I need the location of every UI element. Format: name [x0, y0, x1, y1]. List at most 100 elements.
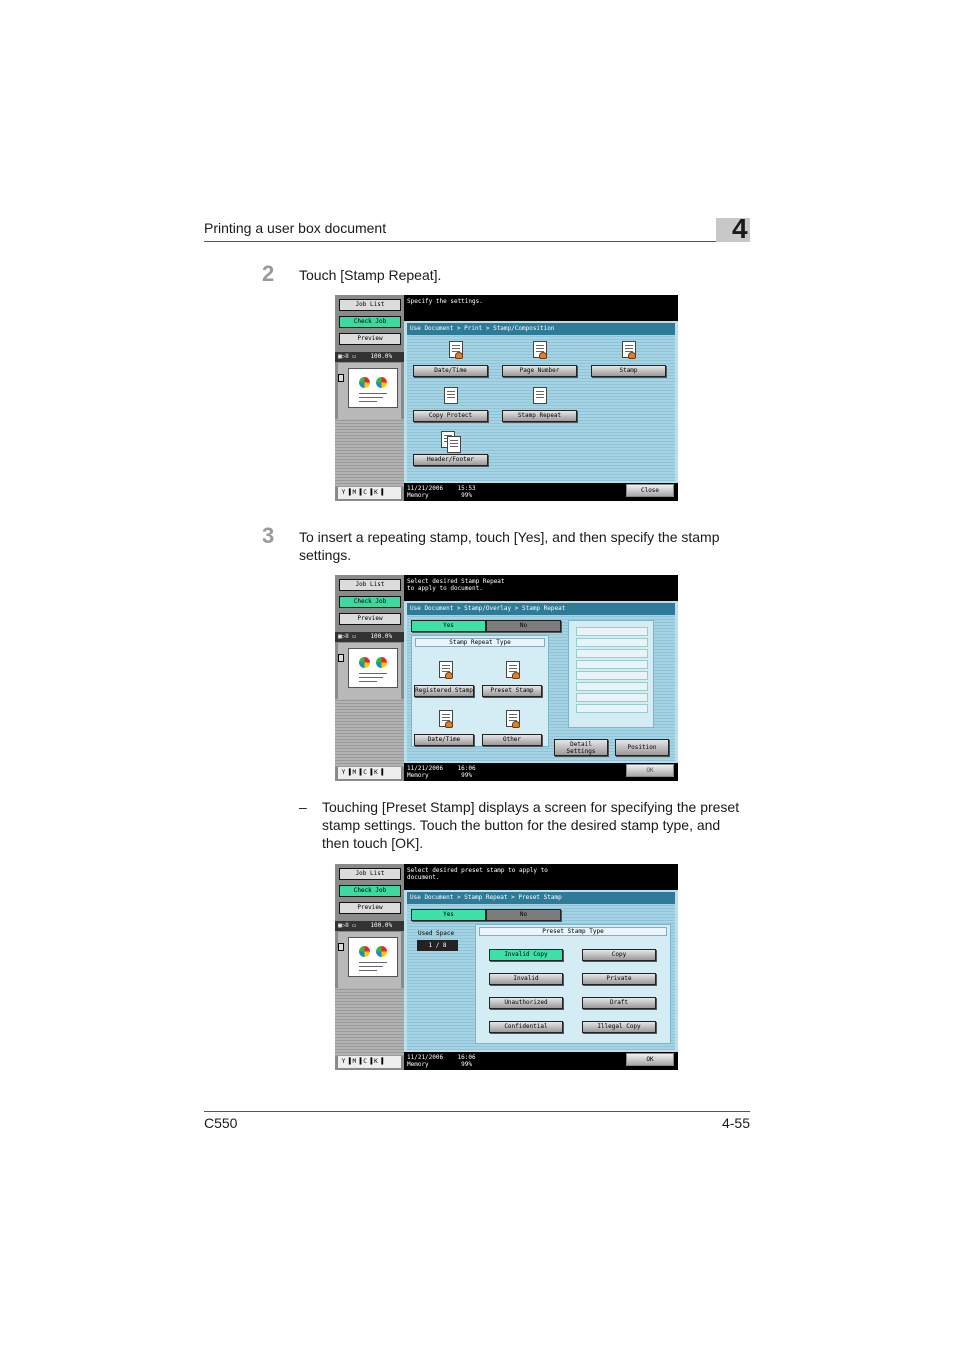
footer-page-number: 4-55 — [721, 1115, 750, 1131]
left-panel: Job List Check Job Preview ▣▷ⅠⅠ ▭ 100.0%… — [335, 864, 404, 1070]
registered-stamp-button[interactable]: Registered Stamp — [414, 685, 474, 697]
no-button[interactable]: No — [486, 620, 561, 632]
content-area: Date/Time Page Number Stamp Copy Protect… — [407, 335, 675, 481]
status-date-time: 11/21/2006 16:06 — [407, 1054, 476, 1061]
job-list-button[interactable]: Job List — [339, 579, 401, 591]
check-job-button[interactable]: Check Job — [339, 316, 401, 328]
check-job-button[interactable]: Check Job — [339, 885, 401, 897]
left-panel-hatch — [335, 699, 404, 767]
stamp-mark-icon — [455, 352, 463, 359]
running-header-title: Printing a user box document — [204, 220, 387, 236]
other-button[interactable]: Other — [482, 734, 542, 746]
message-area: Select desired Stamp Repeat to apply to … — [404, 575, 678, 601]
ok-button[interactable]: OK — [626, 1053, 674, 1066]
preview-button[interactable]: Preview — [339, 902, 401, 914]
chapter-number: 4 — [732, 213, 748, 244]
stamp-mark-icon — [628, 352, 636, 359]
list-row — [576, 649, 648, 658]
bullet-text: Touching [Preset Stamp] displays a scree… — [322, 799, 740, 851]
preview-thumbnail[interactable] — [348, 648, 398, 688]
chapter-tab — [716, 218, 750, 242]
left-panel-hatch — [335, 988, 404, 1056]
content-area: Yes No Used Space 1 / 8 Preset Stamp Typ… — [407, 904, 675, 1050]
preview-button[interactable]: Preview — [339, 613, 401, 625]
magnifier-icon[interactable] — [338, 374, 344, 382]
copier-screen-preset-stamp: Job List Check Job Preview ▣▷ⅠⅠ ▭ 100.0%… — [335, 864, 678, 1070]
toner-levels: Y ▌M ▌C ▌K ▌ — [338, 1056, 401, 1068]
job-list-button[interactable]: Job List — [339, 299, 401, 311]
check-job-button[interactable]: Check Job — [339, 596, 401, 608]
preview-thumbnail[interactable] — [348, 368, 398, 408]
main-area: Use Document > Stamp Repeat > Preset Sta… — [404, 890, 678, 1052]
list-row — [576, 704, 648, 713]
confidential-button[interactable]: Confidential — [489, 1021, 563, 1033]
breadcrumb: Use Document > Stamp/Overlay > Stamp Rep… — [407, 603, 675, 615]
unauthorized-button[interactable]: Unauthorized — [489, 997, 563, 1009]
stamp-repeat-icon — [533, 387, 547, 404]
preset-stamp-button[interactable]: Preset Stamp — [482, 685, 542, 697]
stamp-mark-icon — [539, 352, 547, 359]
close-button[interactable]: Close — [626, 484, 674, 497]
magnifier-icon[interactable] — [338, 943, 344, 951]
breadcrumb: Use Document > Stamp Repeat > Preset Sta… — [407, 892, 675, 904]
status-date-time: 11/21/2006 16:06 — [407, 765, 476, 772]
stamp-mark-icon — [445, 672, 453, 679]
stamp-button[interactable]: Stamp — [591, 365, 666, 377]
content-area: Yes No Stamp Repeat Type Registered Stam… — [407, 615, 675, 761]
step-number-3: 3 — [262, 523, 275, 548]
list-row — [576, 682, 648, 691]
copier-screen-stamp-composition: Job List Check Job Preview ▣▷ⅠⅠ ▭ 100.0%… — [335, 295, 678, 501]
date-time-button[interactable]: Date/Time — [413, 365, 488, 377]
header-footer-button[interactable]: Header/Footer — [413, 454, 488, 466]
preview-button[interactable]: Preview — [339, 333, 401, 345]
main-area: Use Document > Stamp/Overlay > Stamp Rep… — [404, 601, 678, 763]
list-row — [576, 627, 648, 636]
panel-title: Preset Stamp Type — [479, 927, 667, 936]
header-rule — [204, 241, 750, 242]
yes-button[interactable]: Yes — [411, 909, 486, 921]
ok-button[interactable]: OK — [626, 764, 674, 777]
status-memory: Memory 99% — [407, 492, 473, 499]
invalid-button[interactable]: Invalid — [489, 973, 563, 985]
job-info-bar: ▣▷ⅠⅠ ▭ 100.0% — [335, 921, 404, 931]
illegal-copy-button[interactable]: Illegal Copy — [582, 1021, 656, 1033]
job-list-button[interactable]: Job List — [339, 868, 401, 880]
job-info-bar: ▣▷ⅠⅠ ▭ 100.0% — [335, 632, 404, 642]
copy-protect-icon — [444, 387, 458, 404]
used-space-label: Used Space — [418, 930, 455, 937]
no-button[interactable]: No — [486, 909, 561, 921]
status-memory: Memory 99% — [407, 772, 473, 779]
settings-list-panel — [568, 620, 654, 728]
message-area: Specify the settings. — [404, 295, 678, 321]
stamp-mark-icon — [512, 721, 520, 728]
breadcrumb: Use Document > Print > Stamp/Composition — [407, 323, 675, 335]
private-button[interactable]: Private — [582, 973, 656, 985]
left-panel-hatch — [335, 419, 404, 487]
yes-button[interactable]: Yes — [411, 620, 486, 632]
page-number-button[interactable]: Page Number — [502, 365, 577, 377]
preview-thumbnail[interactable] — [348, 937, 398, 977]
bullet-dash: – — [299, 799, 307, 815]
draft-button[interactable]: Draft — [582, 997, 656, 1009]
magnifier-icon[interactable] — [338, 654, 344, 662]
left-panel: Job List Check Job Preview ▣▷ⅠⅠ ▭ 100.0%… — [335, 575, 404, 781]
main-area: Use Document > Print > Stamp/Composition… — [404, 321, 678, 483]
copy-protect-button[interactable]: Copy Protect — [413, 410, 488, 422]
status-date-time: 11/21/2006 15:53 — [407, 485, 476, 492]
detail-settings-button[interactable]: Detail Settings — [554, 739, 608, 756]
step-number-2: 2 — [262, 261, 275, 286]
step-text-2: Touch [Stamp Repeat]. — [299, 267, 442, 283]
date-time-button[interactable]: Date/Time — [414, 734, 474, 746]
stamp-mark-icon — [445, 721, 453, 728]
invalid-copy-button[interactable]: Invalid Copy — [489, 949, 563, 961]
step-text-3: To insert a repeating stamp, touch [Yes]… — [299, 529, 720, 563]
stamp-repeat-button[interactable]: Stamp Repeat — [502, 410, 577, 422]
position-button[interactable]: Position — [615, 739, 669, 756]
copy-button[interactable]: Copy — [582, 949, 656, 961]
job-info-bar: ▣▷ⅠⅠ ▭ 100.0% — [335, 352, 404, 362]
list-row — [576, 660, 648, 669]
toner-levels: Y ▌M ▌C ▌K ▌ — [338, 487, 401, 499]
footer-rule — [204, 1111, 750, 1112]
